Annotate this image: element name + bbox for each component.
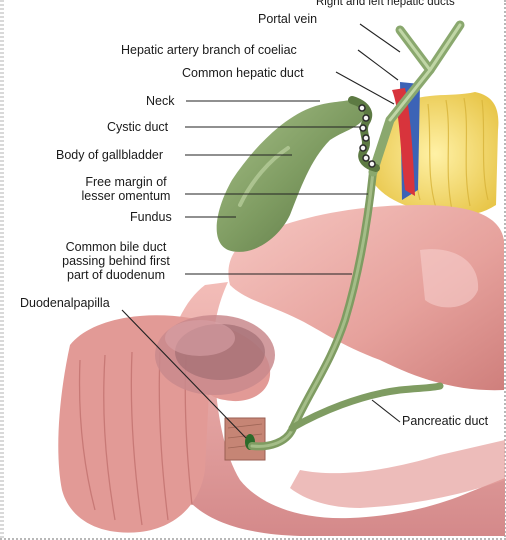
label-fundus: Fundus (130, 210, 172, 224)
label-cbd-line2: passing behind first (46, 254, 186, 268)
pancreas-fat (372, 92, 498, 216)
label-neck: Neck (146, 94, 174, 108)
label-right-left-hepatic-ducts: Right and left hepatic ducts (316, 0, 455, 9)
label-cbd-line3: part of duodenum (46, 268, 186, 282)
label-hepatic-artery: Hepatic artery branch of coeliac (121, 43, 297, 57)
duodenal-wall-window (225, 418, 265, 460)
label-cystic-duct: Cystic duct (107, 120, 168, 134)
label-portal-vein: Portal vein (258, 12, 317, 26)
label-common-hepatic-duct: Common hepatic duct (182, 66, 304, 80)
label-duodenal-papilla: Duodenalpapilla (20, 296, 110, 310)
label-cbd-line1: Common bile duct (46, 240, 186, 254)
label-free-margin-line2: lesser omentum (66, 189, 186, 203)
label-free-margin-line1: Free margin of (66, 175, 186, 189)
label-body-of-gallbladder: Body of gallbladder (56, 148, 163, 162)
label-pancreatic-duct: Pancreatic duct (402, 414, 488, 428)
